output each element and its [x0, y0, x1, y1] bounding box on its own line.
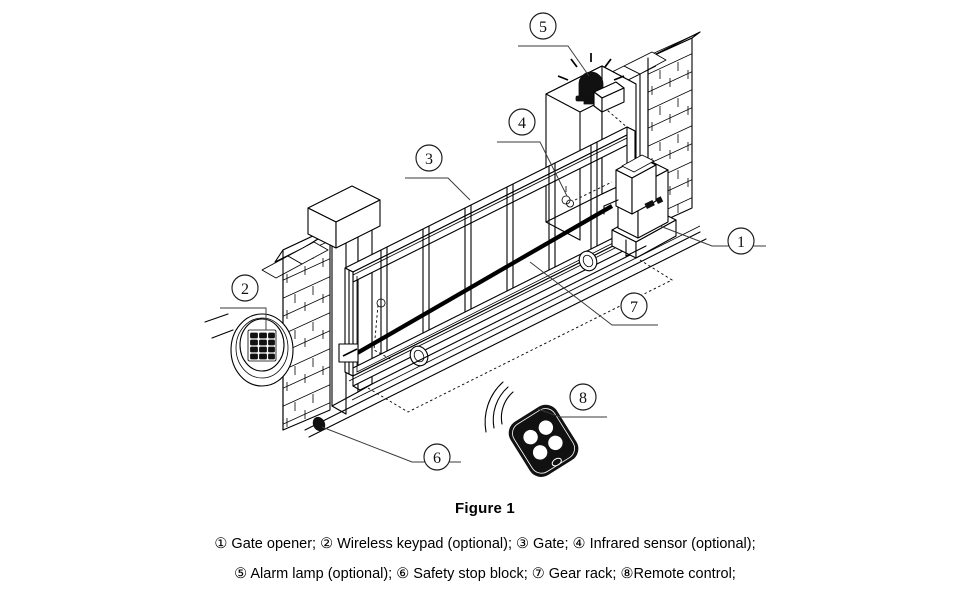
callout-marker-6: 6: [423, 443, 451, 471]
callout-number-3: 3: [425, 151, 433, 168]
gate-opener: [603, 154, 677, 259]
gear-rack: [338, 204, 614, 363]
callout-leaders: [220, 45, 766, 463]
callout-marker-4: 4: [508, 108, 536, 136]
gate-roller-left: [409, 345, 429, 367]
callout-number-5: 5: [539, 19, 547, 36]
callout-markers: 5 4 3 1 2 7 8: [231, 12, 755, 471]
callout-number-4: 4: [518, 115, 526, 132]
foundation-outline: [367, 259, 673, 413]
callout-marker-5: 5: [529, 12, 557, 40]
callout-marker-7: 7: [620, 292, 648, 320]
remote-signal-icon: [484, 381, 514, 433]
sliding-gate: [344, 126, 643, 391]
pillar-bracket: [593, 81, 625, 113]
wireless-keypad: [204, 313, 294, 387]
gate-roller-right: [578, 250, 598, 272]
callout-number-8: 8: [579, 390, 587, 407]
left-brick-wall: [261, 225, 339, 431]
callout-marker-8: 8: [569, 383, 597, 411]
figure-legend-line-2: ⑤ Alarm lamp (optional); ⑥ Safety stop b…: [234, 566, 736, 582]
figure-title: Figure 1: [455, 500, 515, 517]
callout-number-1: 1: [737, 234, 745, 251]
infrared-sensor: [561, 181, 613, 208]
keypad-signal-icon: [204, 313, 234, 339]
callout-number-2: 2: [241, 281, 249, 298]
callout-marker-2: 2: [231, 274, 259, 302]
infrared-sensor-receiver: [373, 298, 393, 361]
callout-number-6: 6: [433, 450, 441, 467]
callout-marker-1: 1: [727, 227, 755, 255]
callout-marker-3: 3: [415, 144, 443, 172]
remote-control: [484, 381, 579, 477]
safety-stop-block: [312, 416, 326, 432]
callout-number-7: 7: [630, 299, 638, 316]
figure-legend-line-1: ① Gate opener; ② Wireless keypad (option…: [214, 536, 756, 552]
